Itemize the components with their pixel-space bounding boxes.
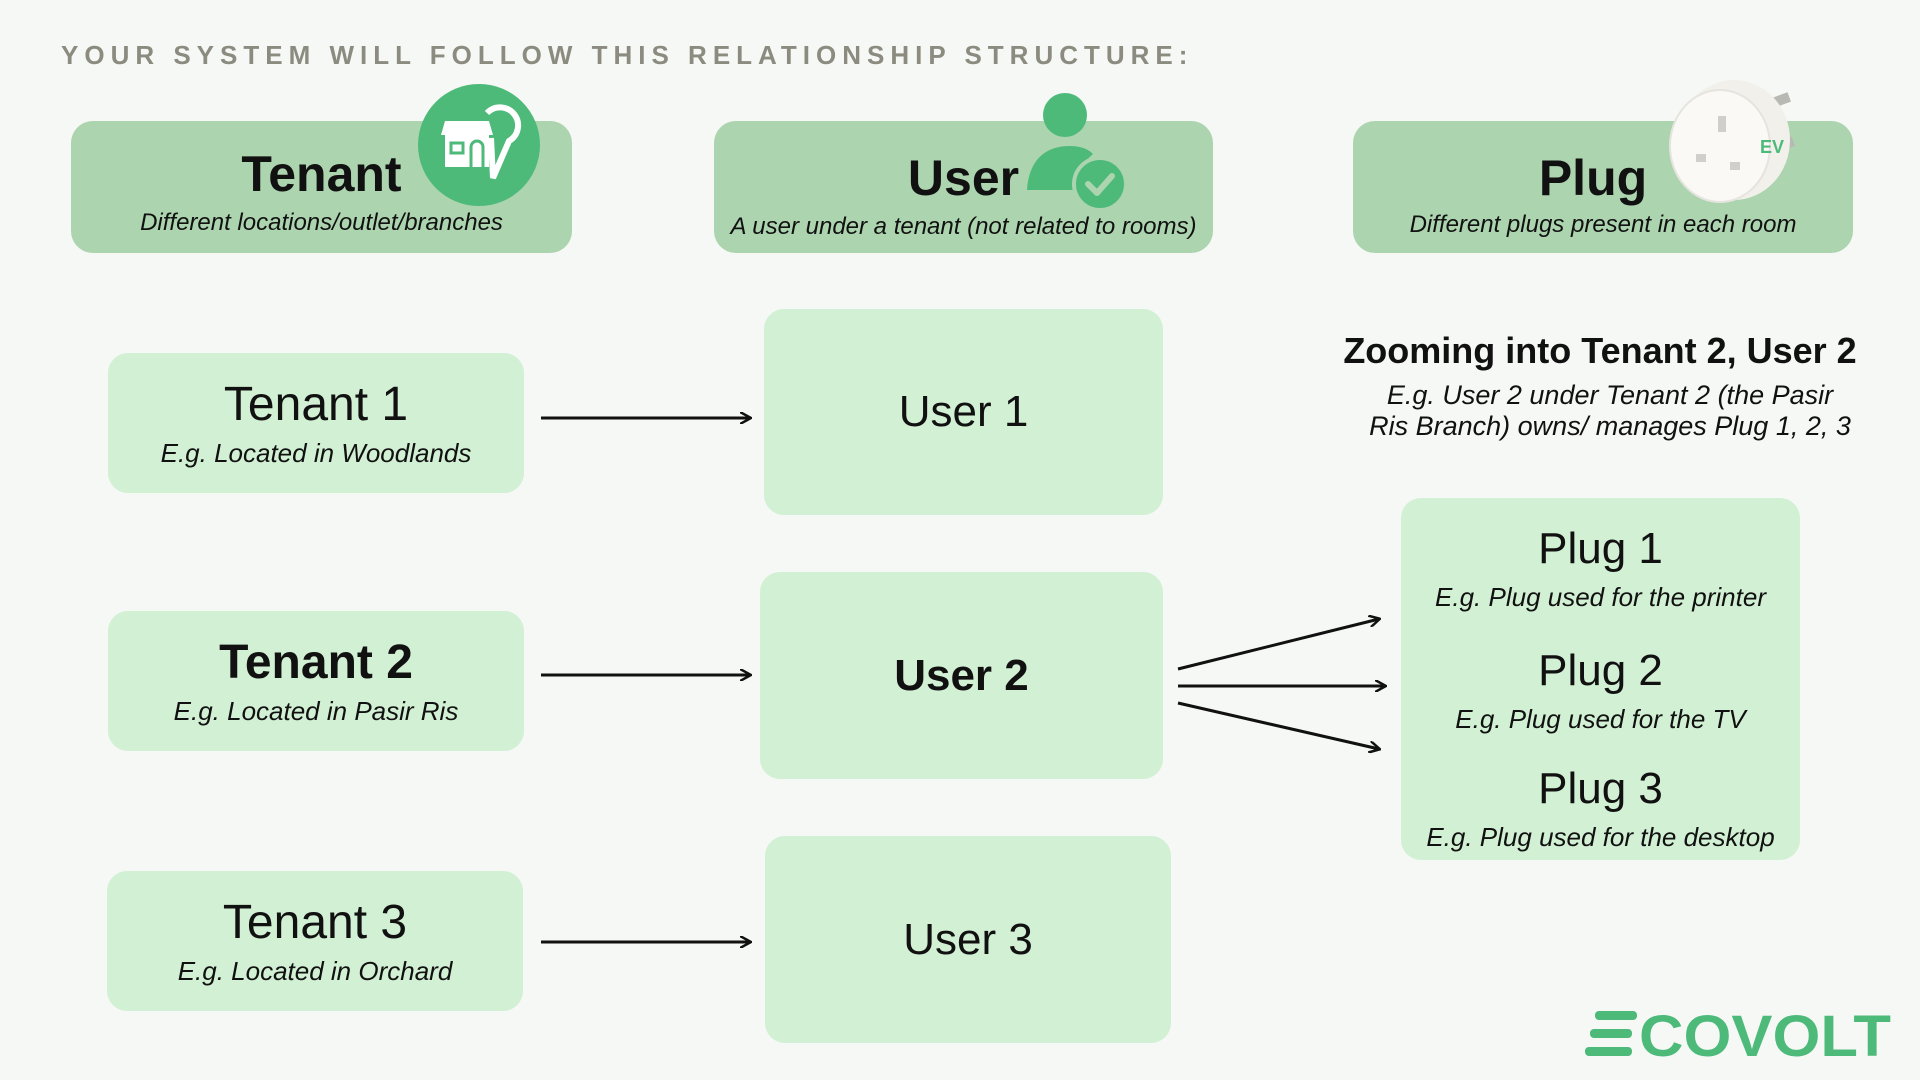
tenant-subtitle: E.g. Located in Woodlands [160,438,472,468]
tenant-title: Tenant 1 [223,378,409,431]
zoom-description: E.g. User 2 under Tenant 2 (the Pasir Ri… [1320,380,1900,442]
arrow-user2-plug1 [1177,619,1379,671]
ecovolt-logo: COVOLT [1585,1008,1891,1060]
plug-title: Plug 1 [1538,524,1663,573]
smart-plug-image: EV [1669,80,1796,203]
tenant-subtitle: E.g. Located in Orchard [177,956,453,986]
plug-subtitle: E.g. Plug used for the TV [1455,704,1746,734]
user-box-3: User 3 [765,836,1171,1043]
tenant-title: Tenant 2 [219,636,413,689]
header-title: Tenant [241,146,402,202]
zoom-title: Zooming into Tenant 2, User 2 [1343,330,1857,371]
svg-text:EV: EV [1760,137,1784,157]
plug-item-3: Plug 3 E.g. Plug used for the desktop [1401,764,1800,853]
header-subtitle: Different plugs present in each room [1409,211,1797,238]
tenant-box-2: Tenant 2 E.g. Located in Pasir Ris [108,611,524,751]
page-heading: YOUR SYSTEM WILL FOLLOW THIS RELATIONSHI… [61,40,1194,70]
plug-item-1: Plug 1 E.g. Plug used for the printer [1401,524,1800,613]
user-box-1: User 1 [764,309,1163,515]
user-title: User 2 [894,650,1029,700]
plug-subtitle: E.g. Plug used for the printer [1435,582,1766,612]
header-subtitle: Different locations/outlet/branches [140,209,503,236]
header-subtitle: A user under a tenant (not related to ro… [730,213,1197,240]
tenant-box-1: Tenant 1 E.g. Located in Woodlands [108,353,524,493]
zoom-line-1: E.g. User 2 under Tenant 2 (the Pasir [1386,380,1834,410]
plug-subtitle: E.g. Plug used for the desktop [1426,822,1775,852]
svg-text:COVOLT: COVOLT [1639,1008,1891,1060]
store-location-pin-icon [418,84,540,206]
header-user: User A user under a tenant (not related … [714,121,1213,253]
user-title: User 1 [898,387,1029,436]
header-title: User [907,150,1020,206]
plug-title: Plug 2 [1538,646,1663,695]
zoom-line-2: Ris Branch) owns/ manages Plug 1, 2, 3 [1369,411,1851,441]
tenant-title: Tenant 3 [222,896,408,949]
user-box-2: User 2 [760,572,1163,779]
header-title: Plug [1538,150,1648,206]
user-check-icon [1027,93,1128,212]
user-title: User 3 [903,914,1033,964]
plug-title: Plug 3 [1538,764,1663,813]
plugs-box: Plug 1 E.g. Plug used for the printer Pl… [1401,498,1800,860]
plug-item-2: Plug 2 E.g. Plug used for the TV [1401,646,1800,735]
tenant-box-3: Tenant 3 E.g. Located in Orchard [107,871,523,1011]
tenant-subtitle: E.g. Located in Pasir Ris [173,696,459,726]
arrow-user2-plug3 [1177,701,1379,749]
